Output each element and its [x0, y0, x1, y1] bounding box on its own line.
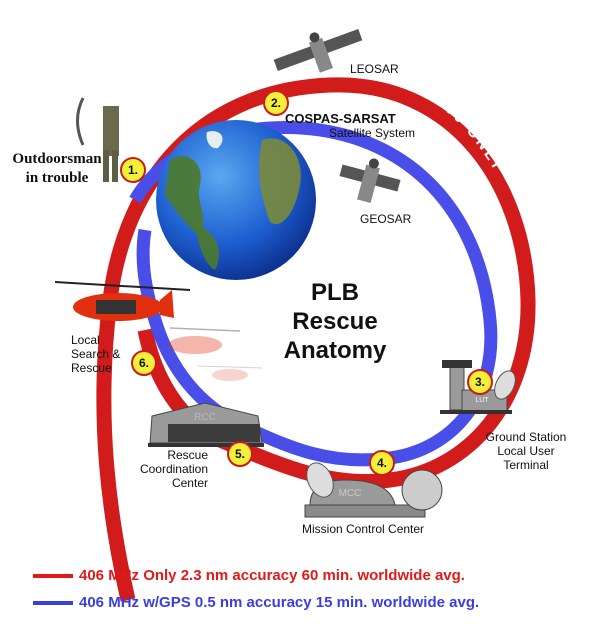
- step-3-label-line: Terminal: [503, 458, 549, 472]
- outdoorsman-archer-icon: [76, 97, 119, 182]
- step-6-label-line: Local: [71, 333, 100, 347]
- step-1-label-line: in trouble: [25, 170, 89, 186]
- legend-swatch-red: [33, 573, 73, 578]
- step-3-label-line: Ground Station: [485, 430, 567, 444]
- step-2-label: COSPAS-SARSAT Satellite System: [285, 111, 416, 141]
- geosar-satellite-icon: [339, 158, 401, 203]
- title-line: Rescue: [292, 308, 378, 335]
- helicopter-faded-small-icon: [197, 365, 263, 381]
- legend-item-blue: 406 MHz w/GPS 0.5 nm accuracy 15 min. wo…: [33, 594, 479, 611]
- step-2-label-line: Satellite System: [329, 126, 416, 140]
- svg-text:RCC: RCC: [194, 412, 216, 423]
- step-badge-4: 4.: [369, 450, 395, 476]
- geosar-label: GEOSAR: [360, 212, 412, 226]
- step-5-label-line: Coordination: [139, 462, 208, 476]
- step-badge-3: 3.: [467, 369, 493, 395]
- leosar-satellite-icon: [273, 28, 363, 73]
- svg-text:LUT: LUT: [475, 397, 489, 404]
- step-5-label-line: Rescue: [167, 448, 208, 462]
- step-3-label-line: Local User: [497, 444, 555, 458]
- legend-swatch-blue: [33, 600, 73, 605]
- helicopter-faded-icon: [168, 327, 241, 354]
- step-2-label-line: COSPAS-SARSAT: [285, 111, 396, 126]
- red-path-label: 406 ONLY: [433, 93, 507, 176]
- rcc-building-icon: RCC: [148, 402, 264, 447]
- step-6-label-line: Search &: [71, 347, 121, 361]
- step-6-label-line: Rescue: [71, 361, 112, 375]
- diagram-title: PLB Rescue Anatomy: [265, 278, 405, 365]
- title-line: Anatomy: [283, 337, 387, 364]
- title-line: PLB: [311, 279, 359, 306]
- legend-item-red: 406 MHz Only 2.3 nm accuracy 60 min. wor…: [33, 567, 465, 584]
- step-1-label-line: Outdoorsman: [12, 151, 102, 167]
- leosar-label: LEOSAR: [350, 62, 399, 76]
- step-badge-2: 2.: [263, 90, 289, 116]
- step-3-label: Ground Station Local User Terminal: [476, 430, 576, 472]
- step-1-label: Outdoorsman in trouble: [2, 150, 112, 188]
- blue-path-label: 406 W/GPS: [410, 199, 470, 281]
- helicopter-icon: [54, 281, 191, 321]
- mcc-building-icon: MCC: [304, 462, 443, 518]
- step-5-label-line: Center: [171, 476, 208, 490]
- legend-text-blue: 406 MHz w/GPS 0.5 nm accuracy 15 min. wo…: [79, 594, 480, 611]
- step-badge-6: 6.: [131, 350, 157, 376]
- step-4-label: Mission Control Center: [302, 522, 425, 536]
- step-6-label: Local Search & Rescue: [71, 333, 120, 375]
- blue-signal-path: [129, 121, 498, 467]
- svg-text:MCC: MCC: [339, 488, 362, 499]
- legend-text-red: 406 MHz Only 2.3 nm accuracy 60 min. wor…: [79, 567, 465, 584]
- lut-ground-station-icon: LUT: [440, 360, 516, 414]
- step-badge-1: 1.: [120, 157, 146, 183]
- step-badge-5: 5.: [227, 441, 253, 467]
- earth-globe-icon: [156, 120, 316, 280]
- step-5-label: Rescue Coordination Center: [126, 448, 208, 490]
